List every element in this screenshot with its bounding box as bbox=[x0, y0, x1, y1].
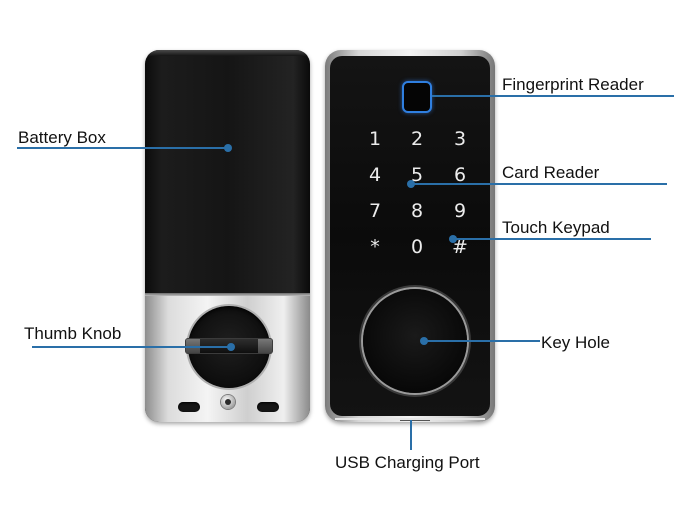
card-reader-label: Card Reader bbox=[502, 163, 600, 182]
key-eight: 8 bbox=[410, 200, 424, 222]
fingerprint-sensor-icon bbox=[402, 81, 432, 113]
thumb-knob-label: Thumb Knob bbox=[24, 324, 122, 343]
key-four: 4 bbox=[368, 164, 382, 186]
card-reader-dot bbox=[407, 180, 415, 188]
touch-keypad-leader bbox=[454, 238, 651, 240]
key-hole-leader bbox=[424, 340, 540, 342]
key-one: 1 bbox=[368, 128, 382, 150]
back-unit-plate-edge bbox=[145, 293, 310, 296]
battery-box-dot bbox=[224, 144, 232, 152]
key-seven: 7 bbox=[368, 200, 382, 222]
thumb-knob-end-right bbox=[258, 339, 272, 353]
fingerprint-reader-leader bbox=[432, 95, 674, 97]
key-star: * bbox=[370, 236, 380, 258]
key-hole-dot bbox=[420, 337, 428, 345]
usb-charging-port-label: USB Charging Port bbox=[335, 453, 480, 472]
touch-keypad-dot bbox=[449, 235, 457, 243]
thumb-knob-dot bbox=[227, 343, 235, 351]
key-six: 6 bbox=[453, 164, 467, 186]
key-zero: 0 bbox=[410, 236, 424, 258]
battery-box-label: Battery Box bbox=[18, 128, 106, 147]
fingerprint-reader-label: Fingerprint Reader bbox=[502, 75, 644, 94]
mount-slot-right bbox=[257, 402, 279, 412]
touch-keypad-label: Touch Keypad bbox=[502, 218, 610, 237]
key-nine: 9 bbox=[453, 200, 467, 222]
usb-charging-port-leader bbox=[410, 420, 412, 450]
card-reader-leader bbox=[412, 183, 667, 185]
screw-icon bbox=[221, 395, 235, 409]
battery-box-leader bbox=[17, 147, 229, 149]
key-two: 2 bbox=[410, 128, 424, 150]
thumb-knob-leader bbox=[32, 346, 232, 348]
keypad-unit-bottom-edge bbox=[335, 418, 485, 420]
battery-box-unit bbox=[145, 50, 310, 422]
key-three: 3 bbox=[453, 128, 467, 150]
key-hole-label: Key Hole bbox=[541, 333, 610, 352]
back-unit-top-edge bbox=[145, 50, 310, 56]
mount-slot-left bbox=[178, 402, 200, 412]
